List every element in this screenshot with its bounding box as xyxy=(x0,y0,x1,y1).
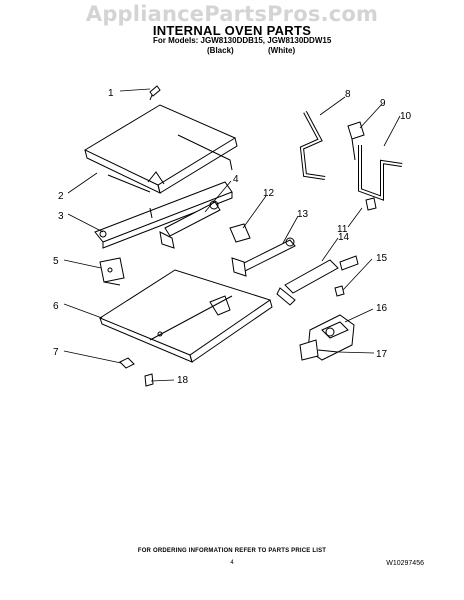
watermark: AppliancePartsPros.com xyxy=(85,2,379,26)
part-15-screw xyxy=(334,285,345,297)
callout-14: 14 xyxy=(338,232,350,243)
part-6-burner-cover xyxy=(98,269,273,363)
part-5-bracket xyxy=(99,257,125,286)
part-10-manifold-pipe xyxy=(358,145,403,211)
callout-17: 17 xyxy=(376,349,388,360)
part-13-igniter xyxy=(231,237,296,277)
callout-6: 6 xyxy=(53,301,59,312)
part-14-connector xyxy=(276,255,359,306)
callout-5: 5 xyxy=(53,256,59,267)
leader-lines xyxy=(63,88,401,382)
callout-3: 3 xyxy=(58,211,64,222)
callout-16: 16 xyxy=(376,303,388,314)
part-9-fitting xyxy=(347,121,365,161)
part-1-screw xyxy=(149,85,161,101)
part-18-screw xyxy=(144,373,154,387)
document-number: W10297456 xyxy=(386,560,424,567)
callout-12: 12 xyxy=(263,188,275,199)
callout-7: 7 xyxy=(53,347,59,358)
callout-2: 2 xyxy=(58,191,64,202)
ordering-info-footer: FOR ORDERING INFORMATION REFER TO PARTS … xyxy=(137,548,327,554)
page-title: INTERNAL OVEN PARTS xyxy=(152,23,312,38)
callout-11: 11 xyxy=(337,224,348,235)
color-white-label: (White) xyxy=(268,46,296,55)
callout-18: 18 xyxy=(177,375,189,386)
part-8-gas-tube xyxy=(299,111,326,180)
callout-13: 13 xyxy=(297,209,309,220)
page-number: 4 xyxy=(230,560,234,566)
part-7-clip xyxy=(119,357,135,369)
callout-15: 15 xyxy=(376,253,388,264)
part-2-baffle xyxy=(83,104,238,194)
part-3-burner xyxy=(94,181,233,249)
part-17-fitting xyxy=(299,339,339,361)
callout-1: 1 xyxy=(108,88,114,99)
part-12-spreader xyxy=(229,223,251,243)
callout-10: 10 xyxy=(400,111,412,122)
color-black-label: (Black) xyxy=(207,46,234,55)
model-numbers: For Models: JGW8130DDB15, JGW8130DDW15 xyxy=(153,36,332,45)
callout-4: 4 xyxy=(233,174,239,185)
callout-8: 8 xyxy=(345,89,351,100)
callout-9: 9 xyxy=(380,98,386,109)
